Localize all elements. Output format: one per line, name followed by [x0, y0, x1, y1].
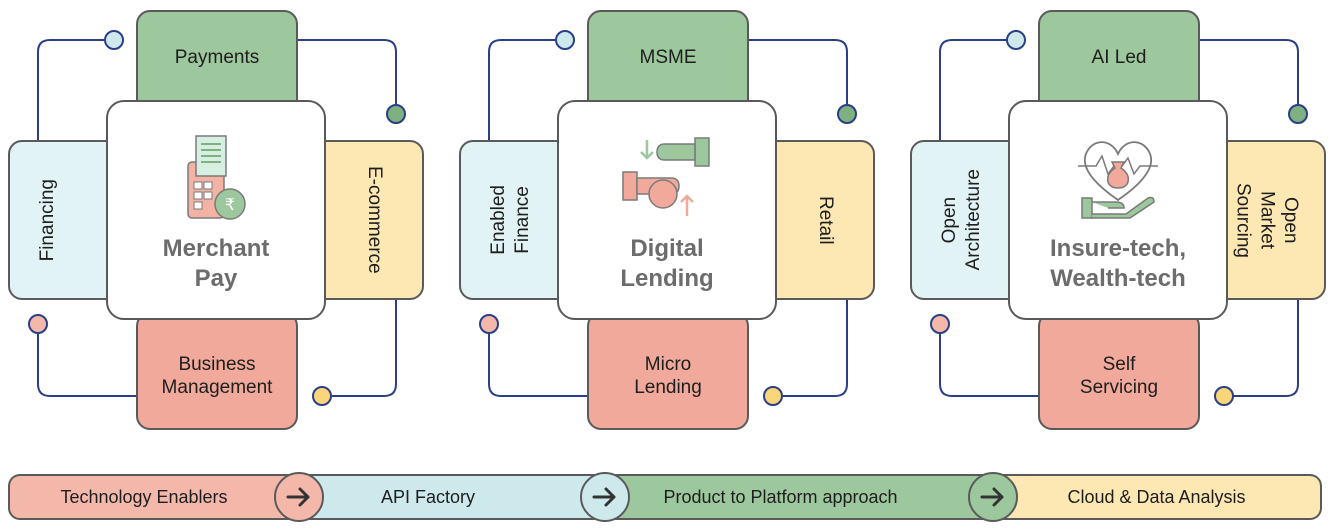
- insure-wealth-tech-title: Insure-tech, Wealth-tech: [1049, 235, 1187, 292]
- connector-lines: [939, 39, 1299, 397]
- cluster-insure-wealth-tech: AI Led Self Servicing Open Architecture …: [902, 0, 1330, 440]
- svg-text:₹: ₹: [225, 195, 235, 214]
- open-architecture-label: Open Architecture: [939, 169, 984, 271]
- connector-dot: [104, 30, 124, 50]
- stage-label: Cloud & Data Analysis: [1067, 486, 1246, 507]
- connector-dot: [930, 314, 950, 334]
- connector-dot: [312, 386, 332, 406]
- micro-lending-box: Micro Lending: [587, 312, 749, 430]
- connector-dot: [479, 314, 499, 334]
- cluster-digital-lending: MSME Micro Lending Enabled Finance Retai…: [451, 0, 881, 440]
- connector-dot: [386, 104, 406, 124]
- heart-hand-moneybag-icon: [1078, 141, 1158, 219]
- msme-label: MSME: [639, 47, 697, 68]
- stage-label: Technology Enablers: [60, 486, 228, 507]
- stage-label: API Factory: [380, 486, 476, 507]
- process-pipeline: Technology Enablers API Factory Product …: [8, 472, 1322, 522]
- handshake-money-icon: [622, 137, 710, 216]
- stage-api-factory: API Factory: [308, 474, 608, 520]
- right-arrow-icon: [274, 472, 324, 522]
- connector-dot: [555, 30, 575, 50]
- connector-lines: [37, 39, 397, 397]
- connector-lines: [488, 39, 848, 397]
- stage-cloud-data-analysis: Cloud & Data Analysis: [993, 474, 1322, 520]
- payments-label: Payments: [174, 47, 260, 68]
- connector-dot: [1288, 104, 1308, 124]
- pos-terminal-rupee-icon: ₹: [187, 135, 246, 220]
- retail-label: Retail: [815, 195, 836, 245]
- open-market-sourcing-label: Open Market Sourcing: [1232, 182, 1302, 258]
- financing-label: Financing: [37, 178, 58, 262]
- ecommerce-label: E-commerce: [364, 166, 385, 274]
- right-arrow-icon: [968, 472, 1018, 522]
- business-management-box: Business Management: [136, 312, 298, 430]
- cluster-merchant-pay: Payments Business Management Financing E…: [0, 0, 430, 440]
- digital-lending-title: Digital Lending: [620, 235, 714, 292]
- stage-product-to-platform: Product to Platform approach: [608, 474, 993, 520]
- insure-wealth-tech-card: Insure-tech, Wealth-tech: [1008, 100, 1228, 320]
- self-servicing-label: Self Servicing: [1079, 353, 1159, 399]
- business-management-label: Business Management: [161, 353, 273, 399]
- ai-led-label: AI Led: [1091, 47, 1147, 68]
- self-servicing-box: Self Servicing: [1038, 312, 1200, 430]
- micro-lending-label: Micro Lending: [634, 353, 702, 399]
- right-arrow-icon: [580, 472, 630, 522]
- connector-dot: [1006, 30, 1026, 50]
- merchant-pay-title: Merchant Pay: [162, 235, 270, 292]
- connector-dot: [763, 386, 783, 406]
- enabled-finance-label: Enabled Finance: [488, 185, 533, 255]
- connector-dot: [28, 314, 48, 334]
- digital-lending-card: Digital Lending: [557, 100, 777, 320]
- connector-dot: [837, 104, 857, 124]
- stage-technology-enablers: Technology Enablers: [8, 474, 308, 520]
- connector-dot: [1214, 386, 1234, 406]
- stage-label: Product to Platform approach: [663, 486, 898, 507]
- merchant-pay-card: ₹ Merchant Pay: [106, 100, 326, 320]
